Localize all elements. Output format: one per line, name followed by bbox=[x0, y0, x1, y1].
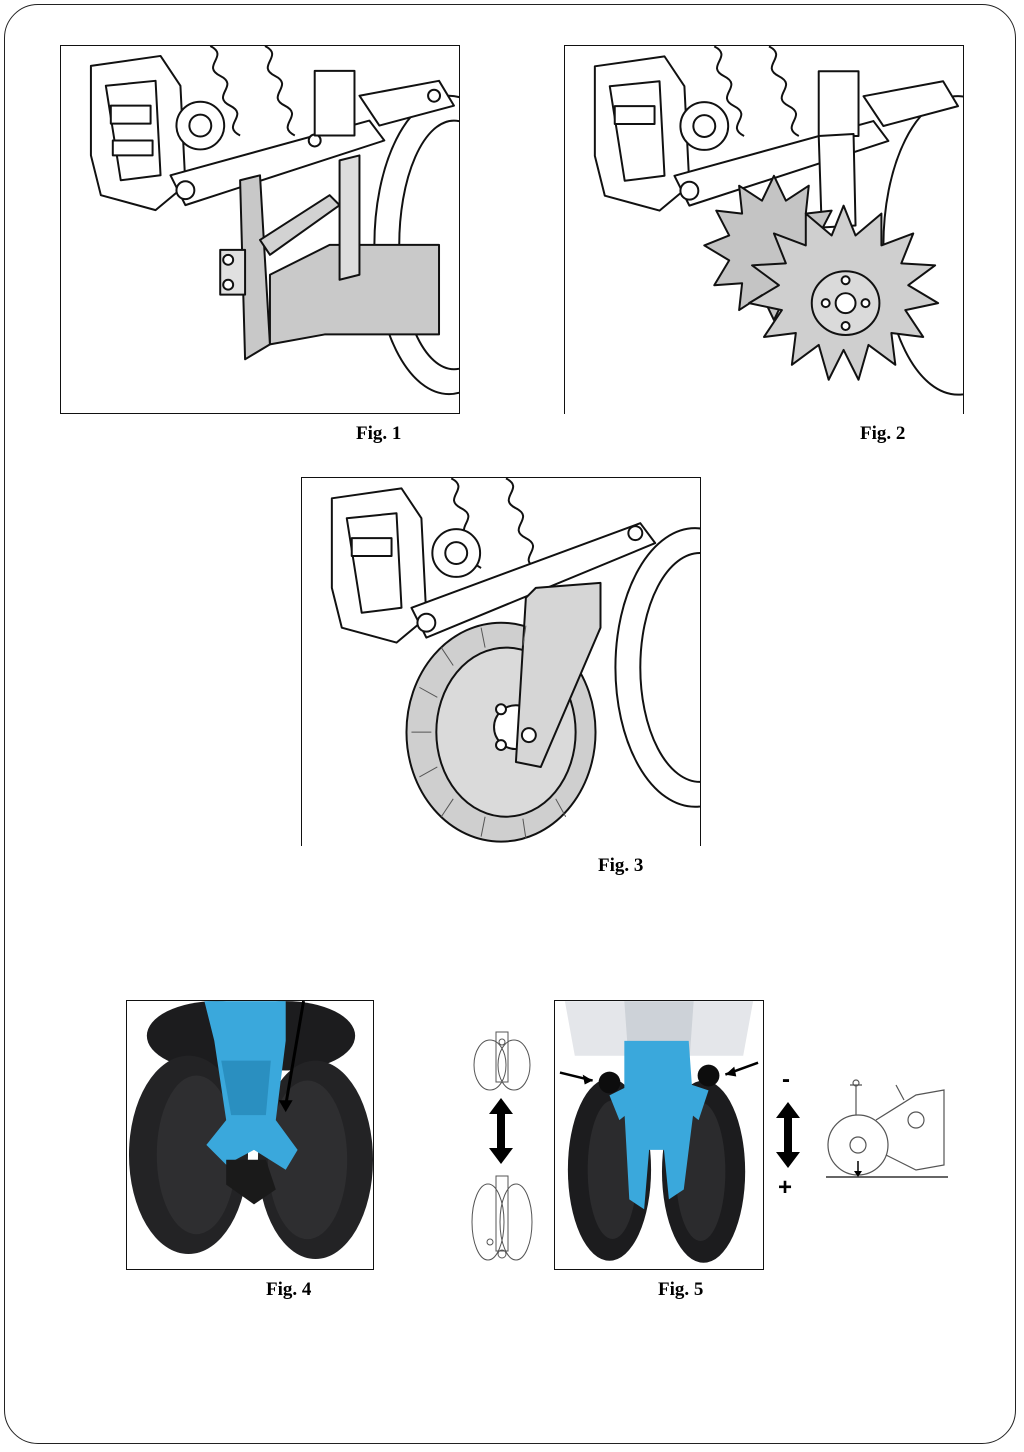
figure-1-caption: Fig. 1 bbox=[356, 423, 402, 444]
figure-1-image bbox=[60, 45, 460, 414]
double-arrow-vertical-left bbox=[488, 1098, 514, 1164]
increase-symbol: + bbox=[778, 1174, 793, 1201]
star-wheel-drawing bbox=[593, 46, 963, 396]
wheel-wide-diagram bbox=[470, 1172, 534, 1264]
figure-3-image bbox=[301, 477, 701, 846]
figure-4-caption: Fig. 4 bbox=[266, 1279, 312, 1300]
figure-5-caption: Fig. 5 bbox=[658, 1279, 704, 1300]
figure-2-caption: Fig. 2 bbox=[860, 423, 906, 444]
depth-side-view-diagram bbox=[826, 1075, 948, 1181]
page-border bbox=[4, 4, 1016, 1444]
decrease-symbol: - bbox=[782, 1066, 790, 1093]
figure-3-caption: Fig. 3 bbox=[598, 855, 644, 876]
press-wheels-photo-drawing bbox=[128, 1001, 373, 1259]
figure-5-photo bbox=[554, 1000, 764, 1270]
press-wheels-adjustment-photo-drawing bbox=[559, 1001, 759, 1263]
wheel-narrow-diagram bbox=[470, 1030, 534, 1092]
fluted-coulter-drawing bbox=[330, 478, 700, 843]
figure-4-photo bbox=[126, 1000, 374, 1270]
runner-coulter-drawing bbox=[89, 46, 459, 396]
double-arrow-vertical-right bbox=[775, 1102, 801, 1168]
figure-2-image bbox=[564, 45, 964, 414]
